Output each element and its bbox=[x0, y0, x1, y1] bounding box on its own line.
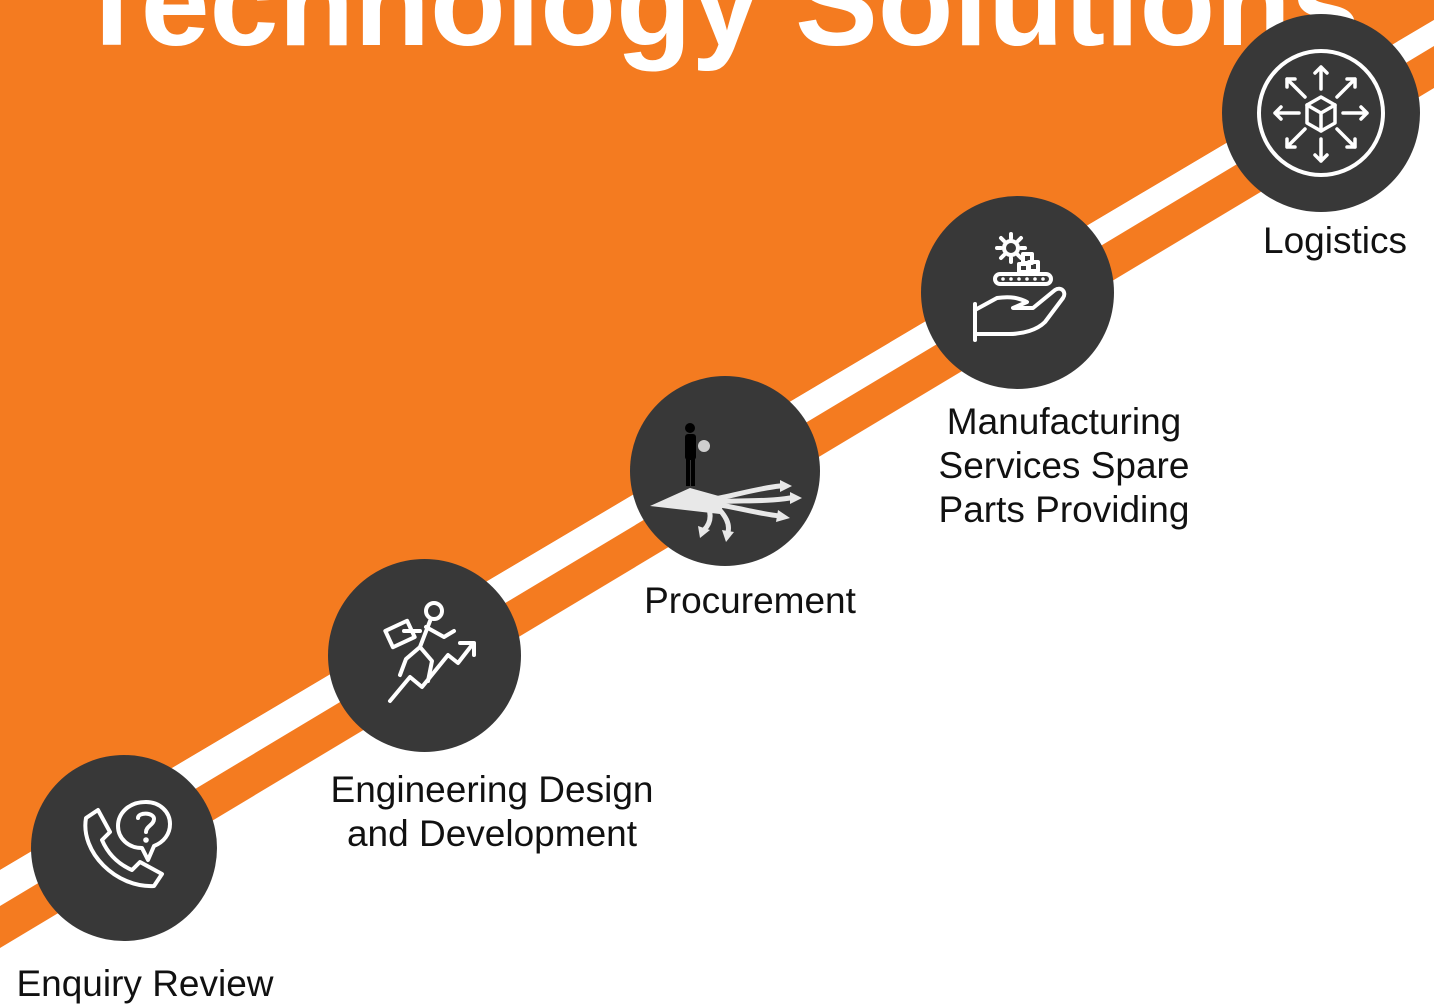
step-logistics bbox=[1222, 14, 1420, 212]
hand-gear-conveyor-icon bbox=[972, 231, 1066, 342]
step-label-manufacturing-services: Manufacturing Services Spare Parts Provi… bbox=[914, 400, 1214, 532]
package-distribution-icon bbox=[1257, 49, 1385, 177]
step-manufacturing-services bbox=[921, 196, 1114, 389]
phone-question-icon bbox=[83, 800, 172, 889]
step-engineering-design bbox=[328, 559, 521, 752]
step-label-line: Parts Providing bbox=[938, 489, 1190, 530]
crossroads-decision-icon bbox=[650, 423, 802, 542]
step-label-line: and Development bbox=[346, 813, 638, 854]
step-label-procurement: Procurement bbox=[620, 579, 880, 623]
step-label-line: Services Spare bbox=[938, 445, 1190, 486]
step-label-logistics: Logistics bbox=[1240, 219, 1430, 263]
step-enquiry-review bbox=[31, 755, 217, 941]
step-label-line: Manufacturing bbox=[946, 401, 1182, 442]
step-label-engineering-design: Engineering Design and Development bbox=[292, 768, 692, 856]
step-label-line: Procurement bbox=[644, 580, 856, 621]
step-label-enquiry-review: Enquiry Review bbox=[4, 962, 286, 1006]
climbing-growth-icon bbox=[382, 600, 476, 703]
page-title: Technology Solutions bbox=[74, 0, 1360, 72]
step-label-line: Engineering Design bbox=[330, 769, 654, 810]
step-label-line: Enquiry Review bbox=[16, 963, 274, 1004]
step-procurement bbox=[630, 376, 820, 566]
step-label-line: Logistics bbox=[1263, 220, 1407, 261]
